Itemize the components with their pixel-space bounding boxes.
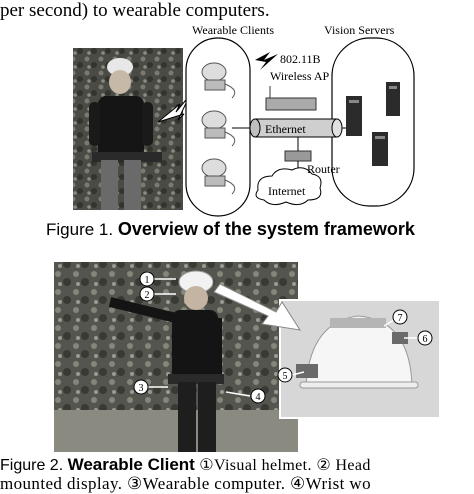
wireless-ap-device bbox=[265, 86, 317, 111]
body-text-line: per second) to wearable computers. bbox=[0, 0, 270, 21]
svg-text:6: 6 bbox=[423, 334, 428, 345]
marker-4: 4 bbox=[250, 388, 266, 404]
internet-cloud-icon bbox=[255, 167, 322, 206]
svg-text:2: 2 bbox=[145, 290, 150, 301]
server-tower-1 bbox=[346, 96, 362, 136]
router-label: Router bbox=[307, 162, 340, 176]
ap-label: Wireless AP bbox=[270, 69, 330, 83]
vision-servers-group bbox=[331, 37, 415, 207]
ethernet-bus bbox=[249, 118, 343, 138]
svg-text:5: 5 bbox=[283, 371, 288, 382]
inset-arrow bbox=[213, 283, 302, 331]
figure-2-caption-prefix: Figure 2. bbox=[0, 457, 68, 474]
figure-1-caption-title: Overview of the system framework bbox=[117, 219, 415, 239]
figure-2-caption-line-1: Figure 2. Wearable Client ①Visual helmet… bbox=[0, 455, 371, 475]
figure-2-caption-line-2: mounted display. ③Wearable computer. ④Wr… bbox=[0, 474, 372, 493]
marker-2: 2 bbox=[139, 286, 155, 302]
wifi-label: 802.11B bbox=[280, 52, 321, 66]
figure-1-caption-prefix: Figure 1. bbox=[46, 220, 118, 239]
wearable-clients-label: Wearable Clients bbox=[192, 23, 274, 37]
figure-2-caption-rest: ①Visual helmet. ② Head bbox=[194, 457, 371, 474]
client-device-1 bbox=[201, 62, 236, 99]
client-device-2 bbox=[201, 110, 236, 147]
ethernet-label: Ethernet bbox=[265, 122, 306, 136]
server-tower-3 bbox=[372, 132, 388, 166]
helmet-inset-photo bbox=[279, 299, 441, 419]
vision-servers-label: Vision Servers bbox=[324, 23, 395, 37]
figure-2-caption-title: Wearable Client bbox=[67, 455, 195, 474]
marker-5: 5 bbox=[277, 367, 293, 383]
wifi-bolt-icon bbox=[255, 52, 278, 70]
marker-7: 7 bbox=[392, 309, 408, 325]
person-photo bbox=[73, 48, 183, 210]
figure-2-photo bbox=[54, 262, 298, 452]
svg-text:3: 3 bbox=[139, 383, 144, 394]
svg-text:1: 1 bbox=[145, 275, 150, 286]
svg-text:4: 4 bbox=[256, 392, 261, 403]
svg-text:7: 7 bbox=[398, 313, 403, 324]
marker-1: 1 bbox=[139, 271, 155, 287]
server-tower-2 bbox=[386, 82, 400, 116]
figure-1-caption: Figure 1. Overview of the system framewo… bbox=[46, 219, 415, 240]
internet-label: Internet bbox=[268, 184, 306, 198]
marker-6: 6 bbox=[417, 330, 433, 346]
client-device-3 bbox=[201, 158, 236, 195]
marker-3: 3 bbox=[133, 379, 149, 395]
